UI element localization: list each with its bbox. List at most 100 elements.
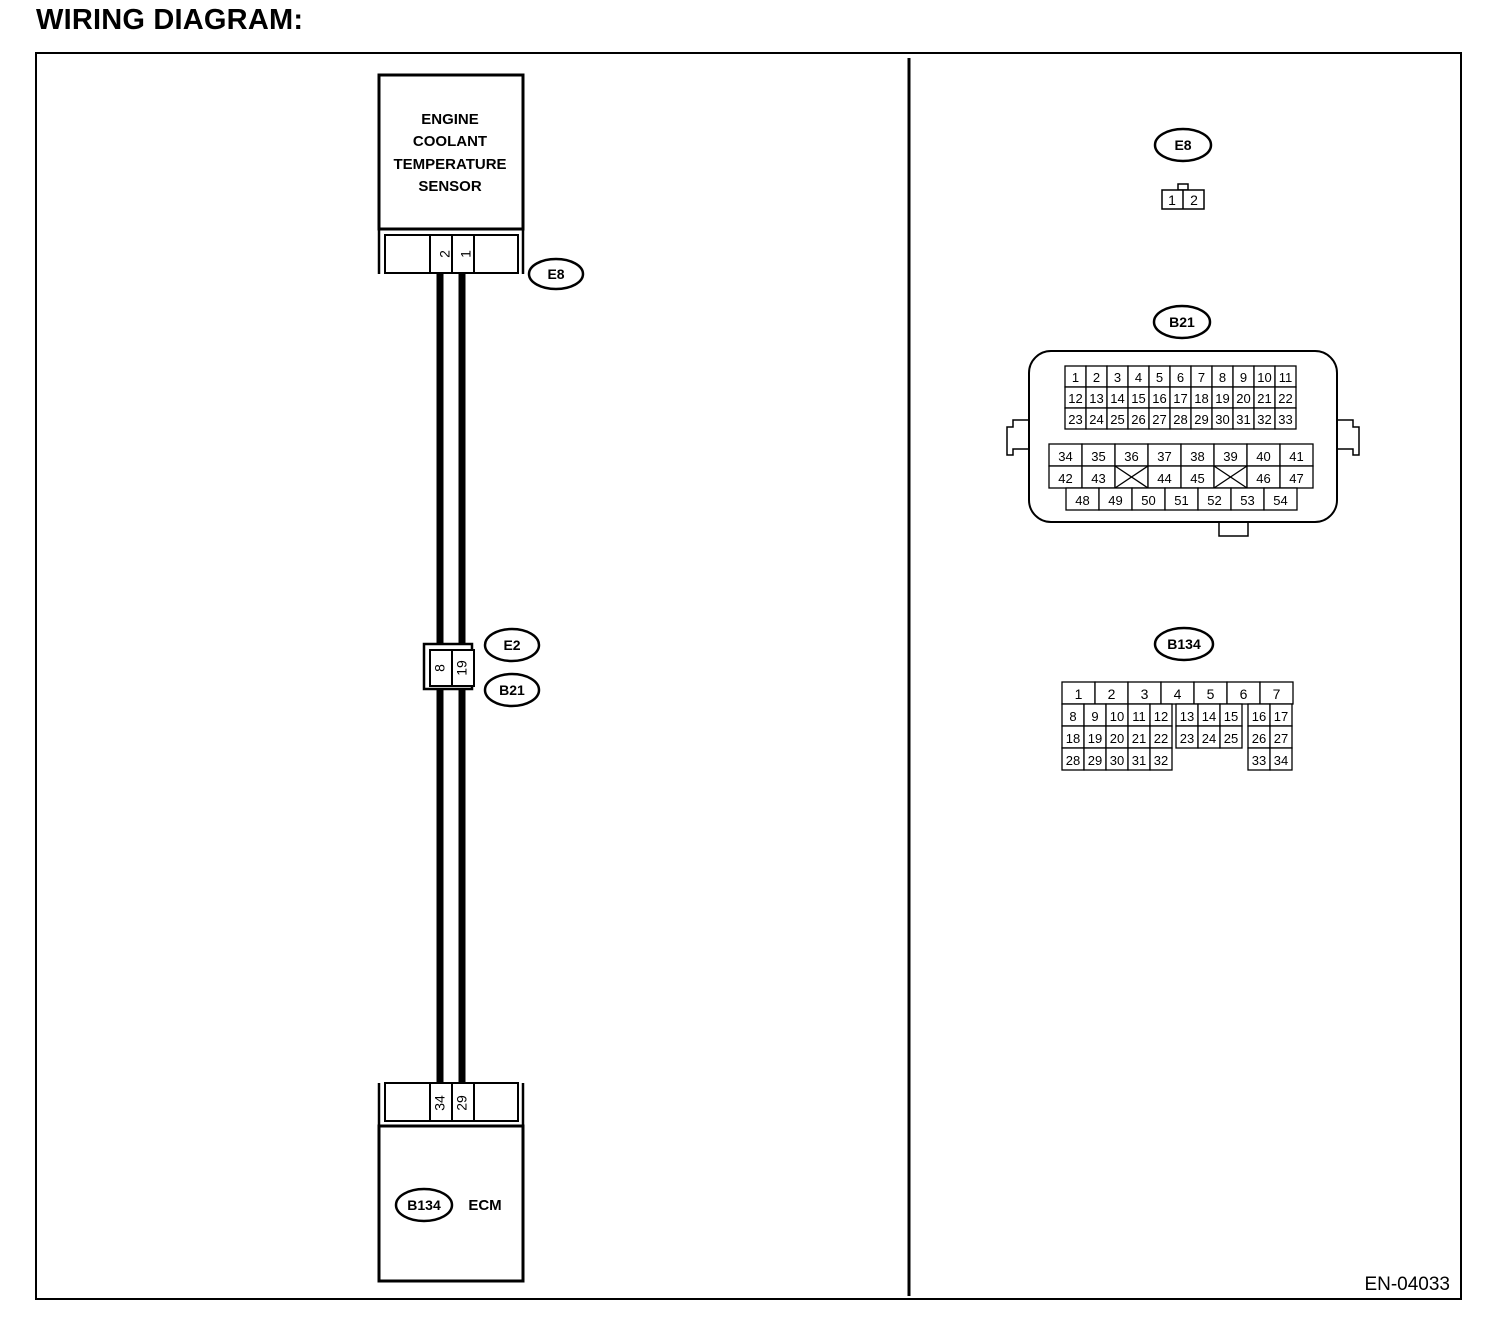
sensor-pin-2: 2 [437, 250, 453, 258]
b21-pin-7-label: 7 [1198, 370, 1205, 385]
b134-pin-9-label: 9 [1091, 709, 1098, 724]
b134-pin-2-label: 2 [1108, 686, 1116, 702]
harness-wires [436, 274, 466, 1083]
b134-pin-7-label: 7 [1273, 686, 1281, 702]
b134-pin-23-label: 23 [1180, 731, 1194, 746]
b21-pin-3-label: 3 [1114, 370, 1121, 385]
b134-pin-33-label: 33 [1252, 753, 1266, 768]
b21-pin-5-label: 5 [1156, 370, 1163, 385]
b134-pin-32-cell [1149, 747, 1173, 771]
b21-pin-46-label: 46 [1256, 471, 1270, 486]
sensor-name-line-4: SENSOR [418, 178, 482, 195]
connector-tag-e8-label: E8 [547, 266, 564, 282]
b134-pin-4-label: 4 [1174, 686, 1182, 702]
b21-pin-51-label: 51 [1174, 493, 1188, 508]
b21-pin-1-label: 1 [1072, 370, 1079, 385]
b134-pin-25-label: 25 [1224, 731, 1238, 746]
b21-pin-25-label: 25 [1110, 412, 1124, 427]
b21-pin-45-label: 45 [1190, 471, 1204, 486]
b21-pin-27-label: 27 [1152, 412, 1166, 427]
b21-pin-26-label: 26 [1131, 412, 1145, 427]
b21-pin-34-label: 34 [1058, 449, 1072, 464]
b21-pin-18-label: 18 [1194, 391, 1208, 406]
view-tag-b21-label: B21 [1169, 314, 1195, 330]
b134-pin-31-label: 31 [1132, 753, 1146, 768]
b134-pin-15-label: 15 [1224, 709, 1238, 724]
b21-pin-37-label: 37 [1157, 449, 1171, 464]
b21-pin-31-label: 31 [1236, 412, 1250, 427]
b21-pin-23-label: 23 [1068, 412, 1082, 427]
b21-pin-9-label: 9 [1240, 370, 1247, 385]
b21-pin-16-label: 16 [1152, 391, 1166, 406]
b21-pin-12-label: 12 [1068, 391, 1082, 406]
b134-pin-17-label: 17 [1274, 709, 1288, 724]
connector-tag-b134-label: B134 [407, 1197, 441, 1213]
b21-pin-22-label: 22 [1278, 391, 1292, 406]
b134-pin-34-cell [1269, 747, 1293, 771]
b134-pin-11-label: 11 [1132, 709, 1146, 724]
b134-pin-22-label: 22 [1154, 731, 1168, 746]
b134-pin-20-label: 20 [1110, 731, 1124, 746]
e8-face-pin-1: 1 [1168, 192, 1176, 208]
b134-pin-16-label: 16 [1252, 709, 1266, 724]
b21-pin-54-cell [1263, 487, 1298, 511]
b134-pin-30-label: 30 [1110, 753, 1124, 768]
b134-pin-32-label: 32 [1154, 753, 1168, 768]
sensor-name-line-3: TEMPERATURE [393, 156, 506, 173]
b134-pin-13-label: 13 [1180, 709, 1194, 724]
b21-pin-unused-blank-mark [1114, 465, 1149, 489]
b134-pin-29-label: 29 [1088, 753, 1102, 768]
diagram-frame [35, 52, 1462, 1300]
view-tag-e8 [1153, 127, 1213, 163]
b21-pin-14-label: 14 [1110, 391, 1124, 406]
b21-pin-52-label: 52 [1207, 493, 1221, 508]
b134-pin-14-label: 14 [1202, 709, 1216, 724]
b134-pin-5-label: 5 [1207, 686, 1215, 702]
b134-pin-26-label: 26 [1252, 731, 1266, 746]
b134-pin-19-label: 19 [1088, 731, 1102, 746]
b21-pin-42-label: 42 [1058, 471, 1072, 486]
b21-pin-21-label: 21 [1257, 391, 1271, 406]
b21-pin-30-label: 30 [1215, 412, 1229, 427]
sensor-name-line-2: COOLANT [413, 133, 487, 150]
b21-pin-unused-blank-mark [1213, 465, 1248, 489]
b134-pin-6-label: 6 [1240, 686, 1248, 702]
view-tag-b134-label: B134 [1167, 636, 1201, 652]
b134-pin-27-label: 27 [1274, 731, 1288, 746]
b134-pin-24-label: 24 [1202, 731, 1216, 746]
ecm-label: ECM [468, 1197, 501, 1214]
b21-pin-36-label: 36 [1124, 449, 1138, 464]
b21-pin-17-label: 17 [1173, 391, 1187, 406]
view-tag-e8-label: E8 [1174, 137, 1191, 153]
connector-tag-b21 [483, 672, 541, 708]
b21-pin-49-label: 49 [1108, 493, 1122, 508]
b21-pin-2-label: 2 [1093, 370, 1100, 385]
view-tag-b134 [1153, 626, 1215, 662]
b21-pin-28-label: 28 [1173, 412, 1187, 427]
b21-pin-47-label: 47 [1289, 471, 1303, 486]
b134-pin-8-label: 8 [1069, 709, 1076, 724]
e8-face-pin-2: 2 [1190, 192, 1198, 208]
b21-pin-54-label: 54 [1273, 493, 1287, 508]
ecm-pin-34: 34 [432, 1095, 448, 1111]
b21-pin-29-label: 29 [1194, 412, 1208, 427]
b21-pin-10-label: 10 [1257, 370, 1271, 385]
b21-pin-4-label: 4 [1135, 370, 1142, 385]
b21-pin-53-label: 53 [1240, 493, 1254, 508]
b134-pin-18-label: 18 [1066, 731, 1080, 746]
b134-pin-1-label: 1 [1075, 686, 1083, 702]
b21-pin-44-label: 44 [1157, 471, 1171, 486]
b134-pin-25-cell [1219, 725, 1243, 749]
b21-pin-32-label: 32 [1257, 412, 1271, 427]
b21-pin-50-label: 50 [1141, 493, 1155, 508]
b134-pin-3-label: 3 [1141, 686, 1149, 702]
b21-pin-33-cell [1274, 407, 1297, 430]
figure-code: EN-04033 [1364, 1274, 1450, 1295]
b21-pin-33-label: 33 [1278, 412, 1292, 427]
b21-pin-38-label: 38 [1190, 449, 1204, 464]
b21-pin-41-label: 41 [1289, 449, 1303, 464]
sensor-pin-1: 1 [458, 250, 474, 258]
